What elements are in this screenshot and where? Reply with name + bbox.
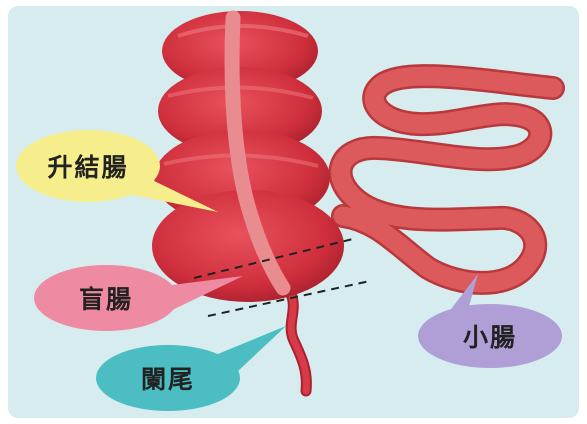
diagram-illustration — [8, 6, 579, 418]
label-cecum: 盲腸 — [34, 281, 178, 315]
anatomy-diagram: 升結腸 盲腸 闌尾 小腸 — [8, 6, 579, 418]
ascending-colon — [152, 11, 344, 302]
label-ascending-colon: 升結腸 — [16, 148, 160, 184]
label-small-intestine: 小腸 — [418, 319, 562, 353]
label-appendix: 闌尾 — [96, 361, 240, 395]
